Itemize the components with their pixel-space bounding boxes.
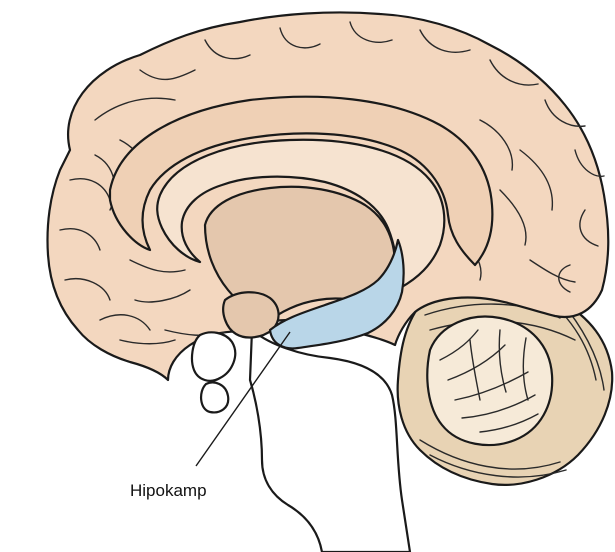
- hippocampus-label: Hipokamp: [130, 481, 207, 500]
- optic-area: [192, 332, 235, 380]
- pituitary: [201, 383, 228, 413]
- brainstem: [250, 330, 410, 552]
